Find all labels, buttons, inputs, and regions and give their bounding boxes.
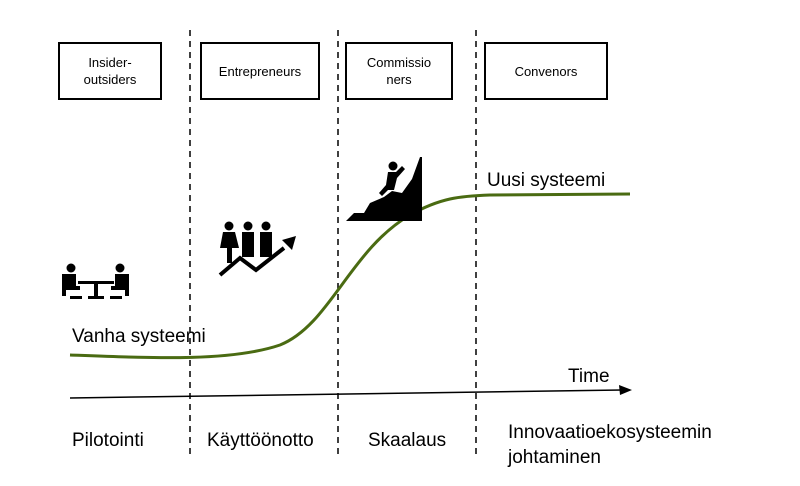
phase-label-johtaminen: Innovaatioekosysteemin johtaminen bbox=[508, 422, 712, 468]
team-growth-icon bbox=[218, 221, 296, 277]
time-axis bbox=[69, 389, 623, 399]
role-box-commissioners: Commissio ners bbox=[345, 42, 453, 100]
climber-icon bbox=[346, 157, 422, 221]
time-axis-arrowhead bbox=[619, 385, 632, 395]
time-axis-label: Time bbox=[568, 366, 610, 387]
phase-label-pilotointi: Pilotointi bbox=[72, 430, 144, 451]
meeting-icon bbox=[62, 263, 129, 299]
phase-label-kayttoonotto: Käyttöönotto bbox=[207, 430, 314, 451]
transition-curve bbox=[69, 192, 631, 360]
role-box-entrepreneurs: Entrepreneurs bbox=[200, 42, 320, 100]
role-box-convenors: Convenors bbox=[484, 42, 608, 100]
new-system-label: Uusi systeemi bbox=[487, 170, 606, 191]
old-system-label: Vanha systeemi bbox=[72, 326, 206, 347]
phase-label-skaalaus: Skaalaus bbox=[368, 430, 447, 451]
role-box-insider-outsiders: Insider- outsiders bbox=[58, 42, 162, 100]
